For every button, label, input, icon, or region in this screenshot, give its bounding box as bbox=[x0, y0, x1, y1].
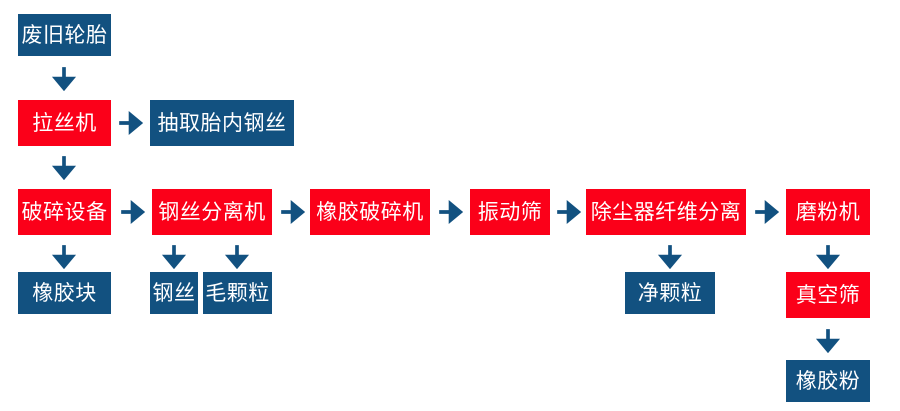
arrow-down-n5-to-n11-icon bbox=[158, 240, 190, 272]
arrow-right-n5-to-n6-icon bbox=[274, 196, 310, 228]
flow-node-n10[interactable]: 橡胶块 bbox=[18, 272, 111, 314]
arrow-down-n14-to-n15-icon bbox=[812, 324, 844, 356]
arrow-right-n7-to-n8-icon bbox=[550, 196, 586, 228]
flow-node-n6[interactable]: 橡胶破碎机 bbox=[310, 189, 430, 235]
flow-node-n9[interactable]: 磨粉机 bbox=[786, 189, 870, 235]
arrow-down-n5-to-n12-icon bbox=[221, 240, 253, 272]
arrow-down-n1-to-n2-icon bbox=[48, 62, 80, 94]
arrow-down-n9-to-n14-icon bbox=[812, 240, 844, 272]
arrow-right-n6-to-n7-icon bbox=[432, 196, 468, 228]
flow-node-n15[interactable]: 橡胶粉 bbox=[786, 360, 870, 402]
flow-node-n11[interactable]: 钢丝 bbox=[150, 272, 198, 314]
arrow-down-n4-to-n10-icon bbox=[48, 240, 80, 272]
flow-node-n12[interactable]: 毛颗粒 bbox=[203, 272, 272, 314]
flow-node-n7[interactable]: 振动筛 bbox=[470, 189, 550, 235]
flow-node-n1[interactable]: 废旧轮胎 bbox=[18, 14, 111, 56]
arrow-right-n4-to-n5-icon bbox=[113, 196, 151, 228]
arrow-right-n8-to-n9-icon bbox=[748, 196, 784, 228]
arrow-down-n2-to-n4-icon bbox=[48, 151, 80, 183]
flow-node-n8[interactable]: 除尘器纤维分离 bbox=[586, 189, 746, 235]
flow-node-n13[interactable]: 净颗粒 bbox=[625, 272, 715, 314]
flow-node-n3[interactable]: 抽取胎内钢丝 bbox=[150, 100, 294, 146]
flow-node-n14[interactable]: 真空筛 bbox=[786, 272, 870, 318]
arrow-down-n8-to-n13-icon bbox=[654, 240, 686, 272]
flow-node-n5[interactable]: 钢丝分离机 bbox=[152, 189, 272, 235]
flow-node-n4[interactable]: 破碎设备 bbox=[18, 189, 111, 235]
arrow-right-n2-to-n3-icon bbox=[112, 107, 148, 139]
flow-node-n2[interactable]: 拉丝机 bbox=[18, 100, 111, 146]
